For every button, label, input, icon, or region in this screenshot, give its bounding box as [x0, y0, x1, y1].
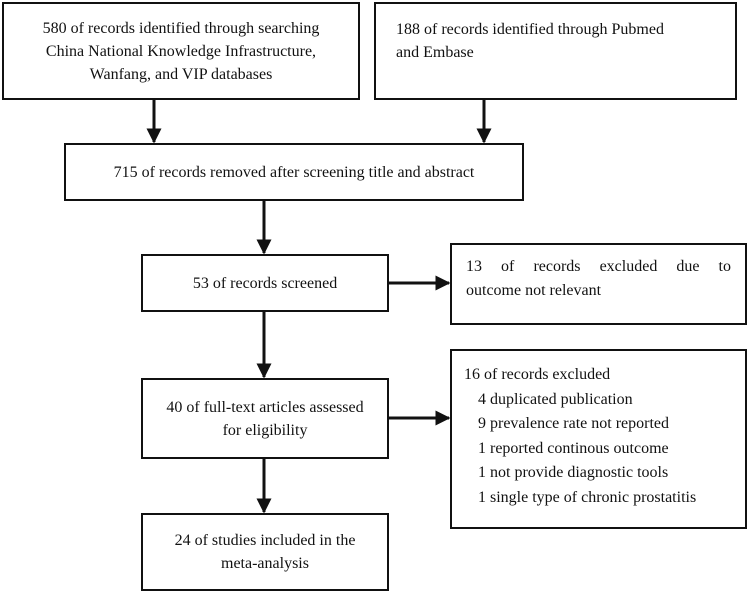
exclusion-reason: 1 reported continous outcome	[478, 439, 669, 457]
source-cnki-line: Wanfang, and VIP databases	[89, 65, 273, 83]
source-cnki-line: 580 of records identified through search…	[42, 19, 320, 37]
fulltext-line: 40 of full-text articles assessed	[166, 398, 364, 416]
screened-text: 53 of records screened	[192, 274, 338, 292]
source-pubmed-line: and Embase	[396, 44, 474, 61]
excluded-outcome-box: 13 of records excluded due to outcome no…	[450, 243, 747, 325]
source-cnki-box: 580 of records identified through search…	[2, 2, 360, 100]
included-box: 24 of studies included in the meta-analy…	[141, 513, 389, 591]
included-line: 24 of studies included in the	[174, 532, 356, 549]
fulltext-line: for eligibility	[222, 421, 308, 439]
exclusion-reason: 9 prevalence rate not reported	[478, 415, 670, 432]
excluded-fulltext-head: 16 of records excluded	[464, 366, 611, 383]
exclusion-reason: 1 not provide diagnostic tools	[478, 464, 669, 481]
excluded-fulltext-box: 16 of records excluded 4 duplicated publ…	[450, 349, 747, 529]
excluded-outcome-line: outcome not relevant	[466, 282, 602, 299]
included-line: meta-analysis	[221, 555, 309, 572]
fulltext-box: 40 of full-text articles assessed for el…	[141, 378, 389, 459]
screened-box: 53 of records screened	[141, 254, 389, 312]
exclusion-reason: 4 duplicated publication	[478, 390, 633, 408]
exclusion-reason: 1 single type of chronic prostatitis	[478, 488, 697, 506]
source-cnki-line: China National Knowledge Infrastructure,	[45, 42, 317, 60]
source-pubmed-line: 188 of records identified through Pubmed	[396, 21, 664, 38]
source-pubmed-box: 188 of records identified through Pubmed…	[374, 2, 737, 100]
removed-box: 715 of records removed after screening t…	[64, 143, 524, 201]
removed-text: 715 of records removed after screening t…	[113, 163, 475, 181]
excluded-outcome-line: 13 of records excluded due to	[466, 258, 731, 275]
